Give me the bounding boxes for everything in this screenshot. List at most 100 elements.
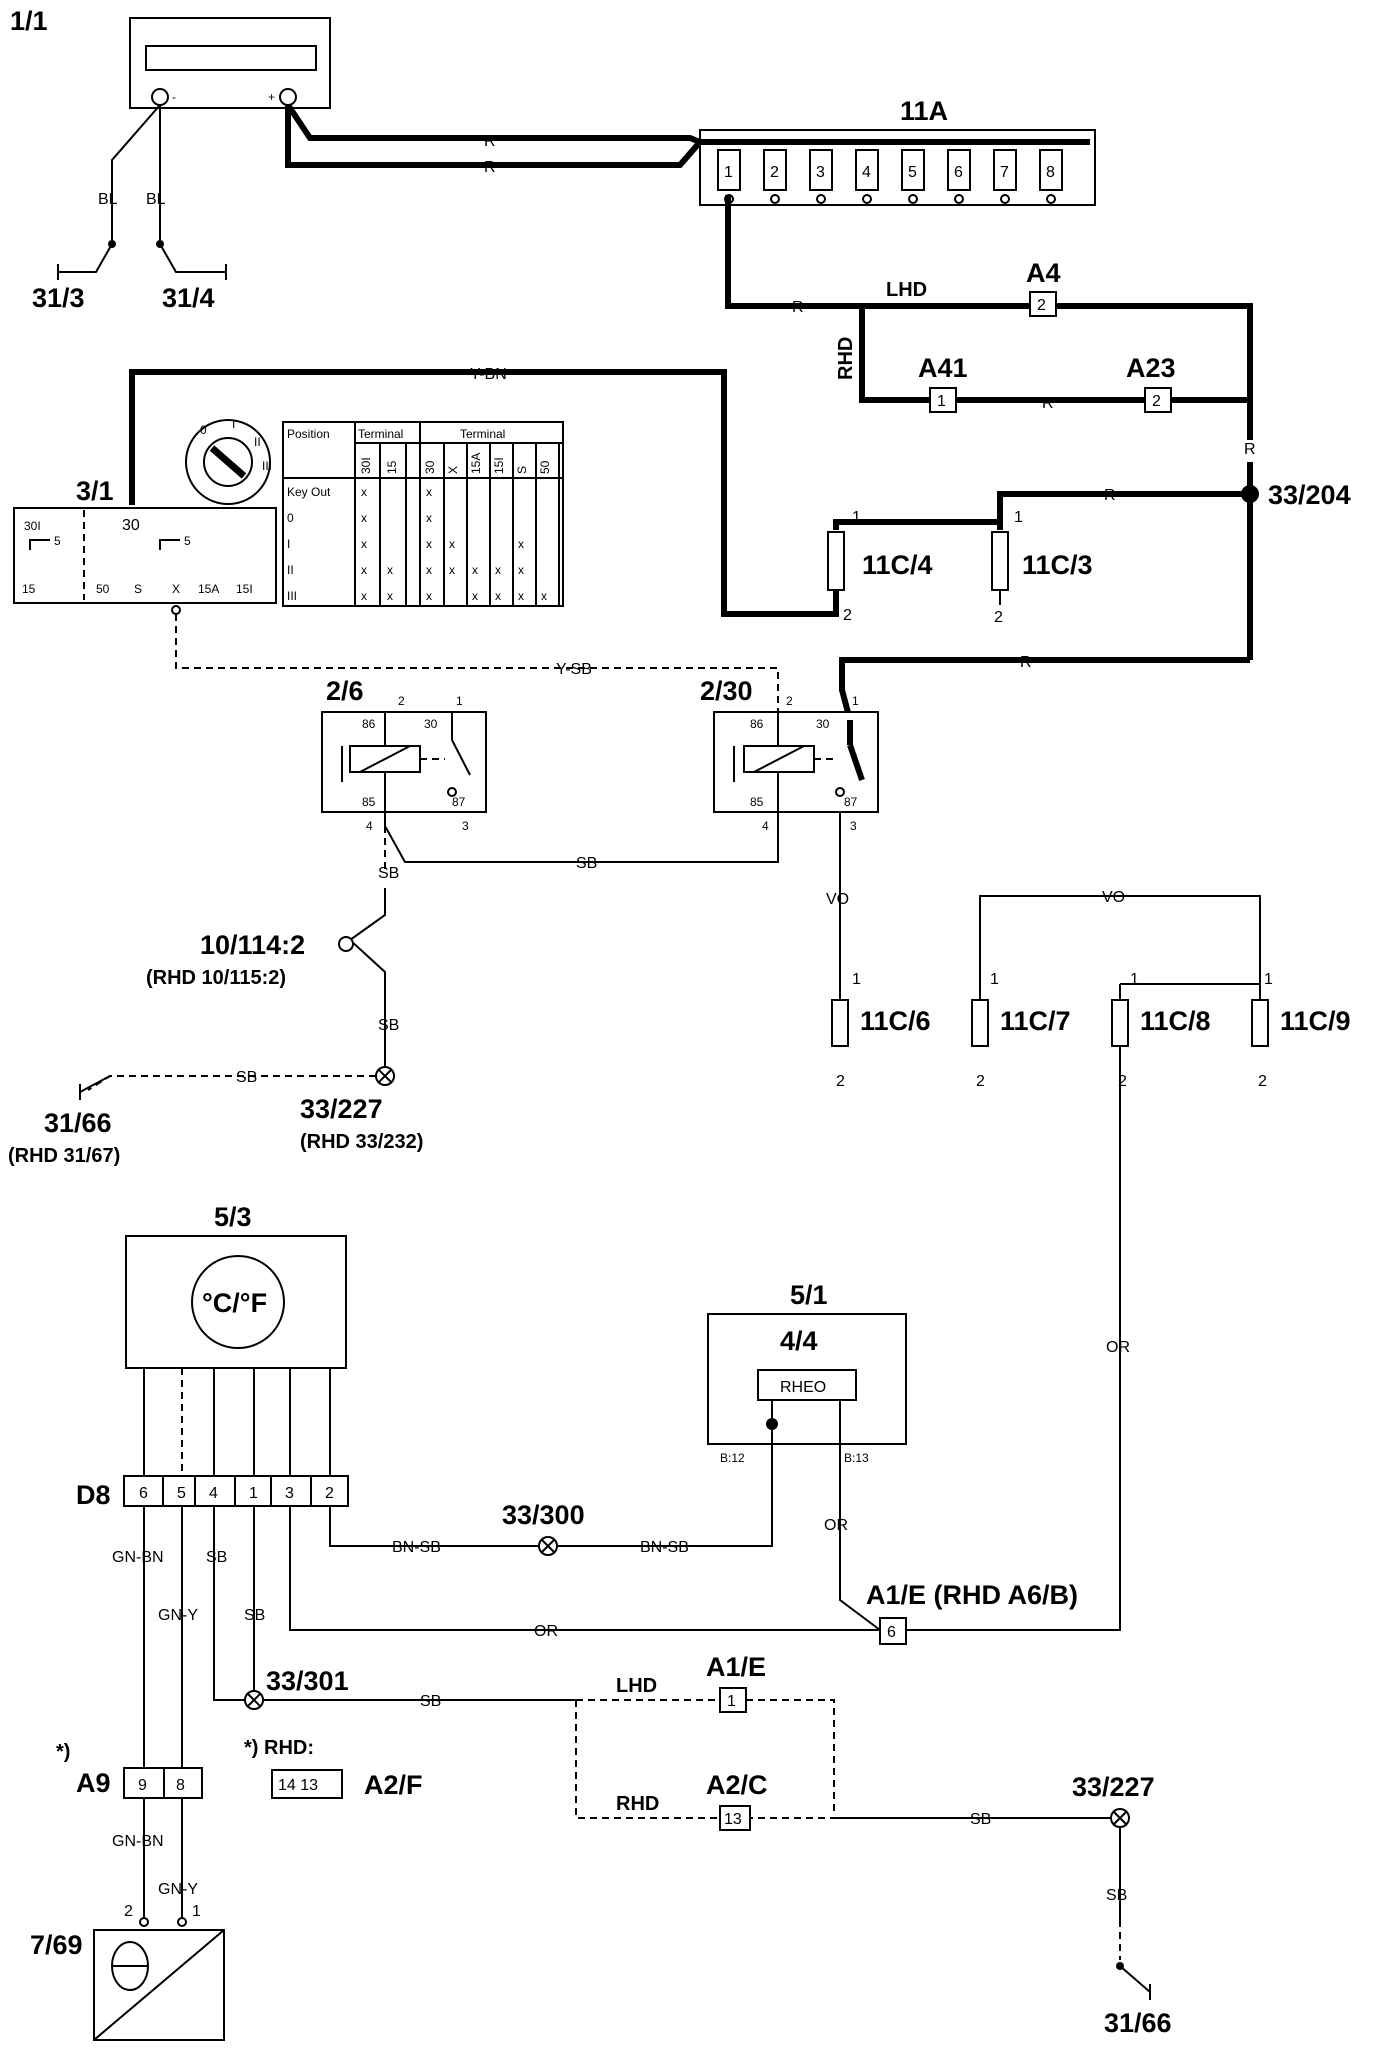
wire-label-bn-sb-2: BN-SB xyxy=(640,1539,689,1556)
wire-y-sb xyxy=(175,614,779,712)
ignition-switch-label: 3/1 xyxy=(76,476,114,506)
sensor-diagonal xyxy=(93,1929,225,2041)
relay-2-6-pin2: 2 xyxy=(398,694,405,708)
dial-pos-3: III xyxy=(262,459,272,473)
wire-label-or-3: OR xyxy=(534,1623,558,1640)
fuse-11a-number: 7 xyxy=(1000,164,1009,181)
fuse-11c-3: 1 2 11C/3 xyxy=(991,509,1093,626)
d8-pin-1: 1 xyxy=(249,1485,258,1502)
wire-y-bn xyxy=(129,369,839,617)
connector-a2f-label: A2/F xyxy=(364,1770,423,1800)
splice-33-300-x2 xyxy=(540,1538,556,1554)
wire-or-b13 xyxy=(839,1450,881,1631)
battery-1-1: 1/1 - + xyxy=(10,6,331,109)
splice-33-301-x2 xyxy=(246,1692,262,1708)
wire-label-r-6: R xyxy=(1104,487,1116,504)
connector-a4-pin xyxy=(1029,291,1057,317)
wire-or-11c8 xyxy=(906,1046,1121,1631)
wire-r-battery-fuse-b xyxy=(285,103,702,145)
wire-label-vo-2: VO xyxy=(1102,889,1125,906)
a9-pin-9: 9 xyxy=(138,1777,147,1794)
table-mark: x xyxy=(495,589,501,603)
fuse-11c-9: 1 2 11C/9 xyxy=(1251,971,1351,1090)
table-mark: x xyxy=(361,485,367,499)
connector-a2c-label: A2/C xyxy=(706,1770,768,1800)
wire-label-bl-1: BL xyxy=(98,191,118,208)
fuse-11c-4-pin2: 2 xyxy=(843,607,852,624)
splice-33-227-top-label: 33/227 xyxy=(300,1094,383,1124)
wire-label-y-sb: Y-SB xyxy=(556,661,592,678)
connector-10-114-rhd: (RHD 10/115:2) xyxy=(146,967,286,989)
relay-2-30-87-pin xyxy=(835,787,845,797)
connector-a2c-pin xyxy=(719,1805,751,1831)
fuse-11a-body xyxy=(901,149,925,191)
connector-10-114-label: 10/114:2 xyxy=(200,930,305,960)
fuse-11c-6-label: 11C/6 xyxy=(860,1006,931,1036)
table-mark: x xyxy=(361,563,367,577)
battery-positive-terminal xyxy=(279,88,297,106)
fuse-11c-8-pin1: 1 xyxy=(1130,971,1139,988)
fuse-11a-body xyxy=(763,149,787,191)
wire-sb-relays xyxy=(384,812,779,863)
fuse-11a-output xyxy=(908,194,918,204)
a9-note: *) xyxy=(56,1741,70,1763)
table-row-4: III xyxy=(287,589,297,603)
table-mark: x xyxy=(361,537,367,551)
wire-label-r-3: R xyxy=(792,299,804,316)
instrument-b12: B:12 xyxy=(720,1451,745,1465)
wire-label-or-2: OR xyxy=(824,1517,848,1534)
table-mark: x xyxy=(449,537,455,551)
ground-31-66-bottom-label: 31/66 xyxy=(1104,2008,1172,2038)
wire-rhd-option xyxy=(575,1700,720,1819)
relay-2-6-contact-arm xyxy=(451,739,471,776)
table-mark: x xyxy=(518,563,524,577)
fuse-11c-9-pin1: 1 xyxy=(1264,971,1273,988)
fuse-11a-body xyxy=(809,149,833,191)
ground-31-3-symbol xyxy=(58,243,113,273)
table-mark: x xyxy=(472,589,478,603)
wire-label-r-4: R xyxy=(1042,395,1054,412)
table-col-b-4: S xyxy=(515,466,529,474)
sensor-pin-1-dot xyxy=(177,1917,187,1927)
table-mark: x xyxy=(426,589,432,603)
dial-pos-2: II xyxy=(254,435,261,449)
fuse-11a-3: 3 xyxy=(809,149,833,204)
wire-label-lhd-top: LHD xyxy=(886,279,927,301)
wire-label-sb-1: SB xyxy=(576,855,597,872)
wire-label-sb-2: SB xyxy=(378,865,399,882)
wire-vo-bridge xyxy=(979,895,1261,984)
battery-label: 1/1 xyxy=(10,6,48,36)
fuse-11c-7-body xyxy=(971,999,989,1047)
fuse-11c-3-label: 11C/3 xyxy=(1022,550,1093,580)
table-row-2: I xyxy=(287,537,290,551)
wire-label-r-7: R xyxy=(1020,654,1032,671)
relay-2-6-pin4: 4 xyxy=(366,819,373,833)
table-mark: x xyxy=(361,589,367,603)
wire-lhd-option-b xyxy=(746,1699,835,1812)
relay-2-30-pin3: 3 xyxy=(850,819,857,833)
fuse-11a-2: 2 xyxy=(763,149,787,204)
fuse-11a-5: 5 xyxy=(901,149,925,204)
instrument-5-1: 5/1 4/4 RHEO B:12 B:13 xyxy=(707,1280,907,1465)
table-col-b-3: 15I xyxy=(492,457,506,474)
fuse-11a-number: 5 xyxy=(908,164,917,181)
relay-2-6-85: 85 xyxy=(362,795,376,809)
table-col-b-0: 30 xyxy=(423,460,437,474)
table-mark: x xyxy=(449,563,455,577)
a1e-lhd-pin-number: 1 xyxy=(727,1693,736,1710)
fuse-11a-output xyxy=(1000,194,1010,204)
dial-pos-1: I xyxy=(232,417,235,431)
table-mark: x xyxy=(361,511,367,525)
fuse-11a-body xyxy=(1039,149,1063,191)
wire-label-bl-2: BL xyxy=(146,191,166,208)
fuse-11c-9-body xyxy=(1251,999,1269,1047)
fuse-11c-9-label: 11C/9 xyxy=(1280,1006,1351,1036)
fuse-11c-8-pin2: 2 xyxy=(1118,1073,1127,1090)
connector-a1e-pin xyxy=(879,1617,907,1645)
relay-2-6-pin3: 3 xyxy=(462,819,469,833)
connector-a23-pin xyxy=(1144,387,1172,413)
fuse-11c-7-pin2: 2 xyxy=(976,1073,985,1090)
wire-label-sb-d8-a: SB xyxy=(206,1549,227,1566)
